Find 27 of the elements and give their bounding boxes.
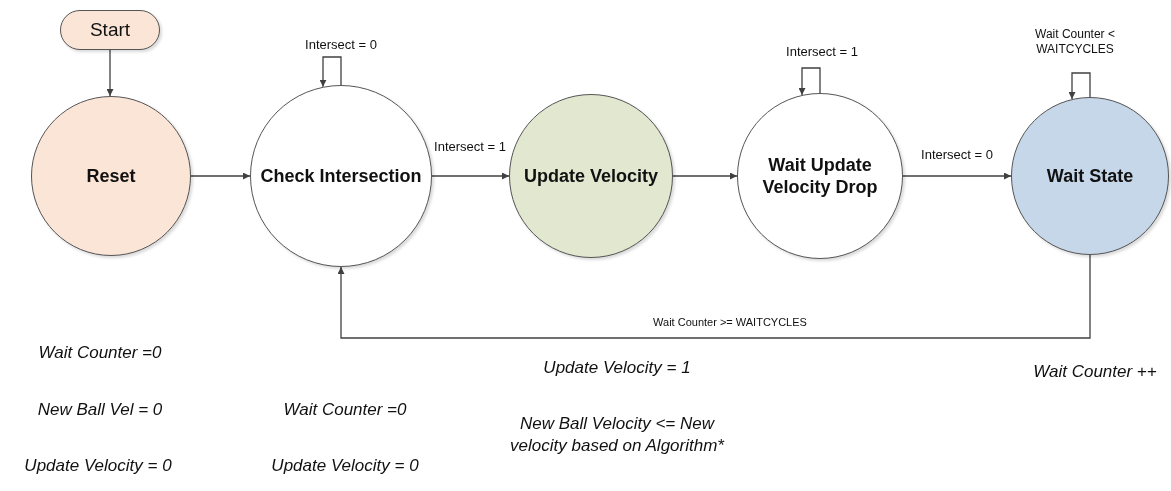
state-label: Start <box>89 18 131 42</box>
arrow <box>190 172 251 180</box>
start-terminal <box>60 10 160 50</box>
arrow <box>337 254 1091 339</box>
state-action-text: Update Velocity = 1 <box>542 357 692 379</box>
state-action-text: Wait Counter ++ <box>1032 361 1158 383</box>
state-label: Wait State <box>1046 164 1134 188</box>
edge-label: Wait Counter >= WAITCYCLES <box>652 316 808 330</box>
state-label: Check Intersection <box>260 164 422 188</box>
arrow <box>672 172 738 180</box>
edge-label: Intersect = 1 <box>785 44 859 61</box>
arrow <box>431 172 510 180</box>
edge-label: Wait Counter < WAITCYCLES <box>1034 27 1116 57</box>
arrow <box>902 172 1012 180</box>
edge-label: Intersect = 1 <box>433 139 507 156</box>
state-action-text: Wait Counter =0 <box>37 342 163 364</box>
edge-label: Intersect = 0 <box>304 37 378 54</box>
state-action-text: New Ball Velocity <= New velocity based on Algorithm* <box>509 413 726 458</box>
edge-label: Intersect = 0 <box>920 147 994 164</box>
state-label: Reset <box>86 164 136 188</box>
state-action-text: Update Velocity = 0 <box>23 455 173 477</box>
state-label: Wait Update Velocity Drop <box>761 153 879 199</box>
state-action-text: Wait Counter =0 <box>282 399 408 421</box>
arrow <box>106 49 114 97</box>
state-action-text: Update Velocity = 0 <box>270 455 420 477</box>
state-action-text: New Ball Vel = 0 <box>36 399 164 421</box>
state-label: Update Velocity <box>523 164 658 188</box>
